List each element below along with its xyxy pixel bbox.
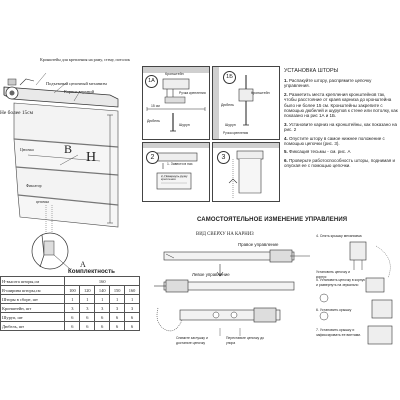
step-place-chain: Установить цепочку и корпус [316,270,350,279]
cell: 6 [109,312,126,322]
spec-table: H-высота шторы,см 160 B-ширина шторы,см … [0,276,140,331]
cell: 6 [64,312,81,322]
b-label: B-ширина шторы,см [0,285,66,295]
row-label: Шторы в сборе, шт [0,294,66,304]
label-chain: Цепочка [20,148,34,152]
cell: 1 [109,294,126,304]
spec-title: Комплектность [68,268,115,275]
label-cap-remove: Снимите заглушку и достаньте цепочку [176,336,208,345]
label-screw: Шуруп [225,123,236,127]
cornice-top-view: Правое управление Левое управление Сними… [150,238,320,358]
cell: 1 [94,294,111,304]
b-value: 140 [94,285,111,295]
cell: 6 [94,321,111,331]
cell: 6 [64,321,81,331]
cell: 3 [64,303,81,313]
table-row: B-ширина шторы,см 100 120 140 150 160 [0,285,140,295]
row-label: Кронштейн, шт [0,303,66,313]
label-b: B [64,142,73,156]
figure-1b-drawing [213,67,254,139]
figure-3-drawing [213,143,279,199]
figure-2-drawing [143,143,209,190]
b-value: 150 [109,285,126,295]
view-from-top-label: ВИД СВЕРХУ НА КАРНИЗ [196,232,254,237]
instruction-step: 3. Установите карниз на кронштейны, как … [284,121,397,133]
instruction-step: 5. Фиксация тесьмы - см. рис. A [284,149,351,155]
step-insert-groove: 1. Завести в паз [167,162,193,166]
label-screw: Шуруп [179,123,190,127]
label-mechanism: Подъемный цепочный механизм [46,81,107,86]
blind-drawing [3,72,119,270]
label-handle: Ручка крепления [179,91,206,95]
instruction-step: 2. Разметить места крепления кронштейнов… [284,91,398,119]
figure-number: 3 [217,151,230,164]
table-row: Шторы в сборе, шт 1 1 1 1 1 [0,294,140,304]
h-value: 160 [64,276,140,286]
label-h: H [86,150,97,165]
cornice-top-view-drawing [154,249,310,336]
label-distance: Не более 15см [0,110,34,116]
step-install-cover: 6. Установить крышку [316,308,352,312]
mechanism-steps: 4. Снять крышку механизма Установить цеп… [316,234,400,354]
h-label: H-высота шторы,см [0,276,66,286]
instruction-step: 4. Опустите штору в самое нижнее положен… [284,135,385,147]
label-dowel: Дюбель [147,119,160,123]
cell: 6 [109,321,126,331]
label-handle: Ручка крепления [223,131,249,135]
row-label: Дюбель, шт [0,321,66,331]
instruction-step: 6. Проверьте работоспособность шторы, по… [284,157,395,169]
label-bracket: Кронштейн [251,91,270,95]
figure-number: 1Б [223,71,236,84]
figure-2: 2 1. Завести в паз 2. Повернуть ручку кр… [142,142,210,202]
b-value: 160 [124,285,140,295]
label-a: A [80,260,86,269]
label-bracket: Кронштейн [165,72,184,76]
table-row: Шуруп, шт 6 6 6 6 6 [0,312,140,322]
cell: 3 [124,303,140,313]
cell: 1 [124,294,140,304]
cell: 6 [79,321,96,331]
cell: 6 [94,312,111,322]
step-fix-screws: 7. Установить крышку и зафиксировать ее … [316,328,362,337]
figure-number: 2 [146,151,159,164]
figure-1a-drawing [143,67,209,132]
cell: 1 [64,294,81,304]
figure-number: 1А [145,75,158,88]
mechanism-drawing [319,241,393,345]
figure-3: 3 [212,142,280,202]
label-dim: 15 см [151,104,160,108]
label-left-control: Левое управление [192,272,230,277]
figure-1b: 1Б Кронштейн Дюбель Шуруп Ручка креплени… [212,66,280,140]
row-label: Шуруп, шт [0,312,66,322]
cell: 6 [79,312,96,322]
label-move-chain: Переставьте цепочку до упора [226,336,265,345]
cell: 3 [94,303,111,313]
cell: 3 [109,303,126,313]
cell: 3 [79,303,96,313]
step-insert-mirror: 5. Установить цепочку в корпус и разверн… [316,278,366,287]
step-remove-cover: 4. Снять крышку механизма [316,234,362,238]
section-heading-control-change: САМОСТОЯТЕЛЬНОЕ ИЗМЕНЕНИЕ УПРАВЛЕНИЯ [197,217,348,223]
instruction-step: 1. Распакуйте штору, распрямите цепочку … [284,78,372,89]
label-right-control: Правое управление [238,242,279,247]
label-cord: цепочка [36,200,49,204]
instructions-title: УСТАНОВКА ШТОРЫ [284,68,339,74]
left-diagram: Кронштейн для крепления на раму, стену, … [0,55,140,280]
table-row: Дюбель, шт 6 6 6 6 6 [0,321,140,331]
table-row: H-высота шторы,см 160 [0,276,140,286]
cell: 6 [124,312,140,322]
cell: 1 [79,294,96,304]
step-turn-handle: 2. Повернуть ручку крепления [161,174,188,182]
b-value: 120 [79,285,96,295]
label-tie: Фиксатор [26,184,42,188]
label-dowel: Дюбель [221,103,234,107]
label-top-cornice: Карниз верхний [64,89,94,94]
instructions: УСТАНОВКА ШТОРЫ 1. Распакуйте штору, рас… [284,68,398,172]
cell: 6 [124,321,140,331]
figure-1a: 1А Кронштейн Ручка крепления 15 см Дюбел… [142,66,210,140]
b-value: 100 [64,285,81,295]
table-row: Кронштейн, шт 3 3 3 3 3 [0,303,140,313]
label-bracket: Кронштейн для крепления на раму, стену, … [40,57,130,62]
